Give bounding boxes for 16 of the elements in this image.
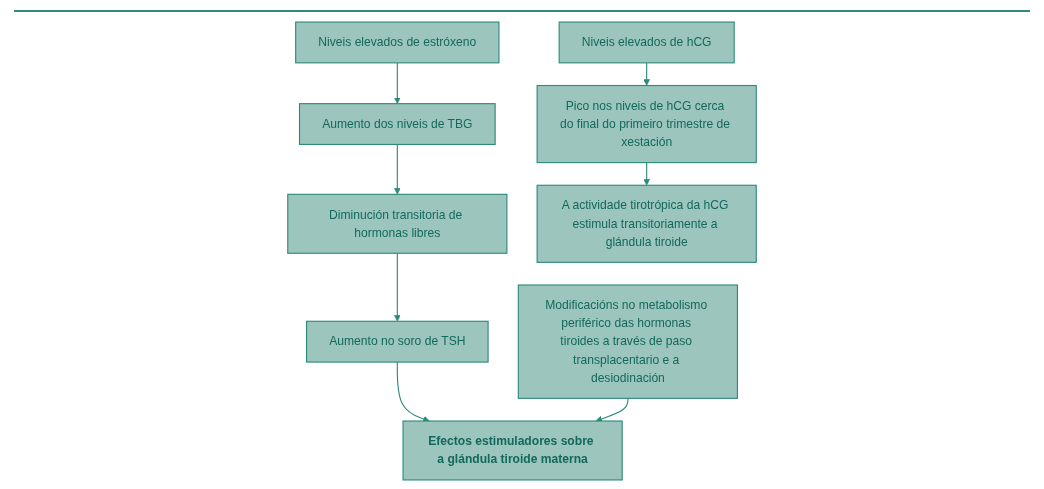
node-box: Aumento dos niveis de TBG: [298, 103, 496, 146]
arrow: [394, 143, 401, 195]
node-box: Niveis elevados de estróxeno: [295, 21, 500, 64]
node-box: Niveis elevados de hCG: [558, 21, 735, 64]
arrow: [643, 162, 650, 186]
node-box: Diminución transitoria de hormonas libres: [287, 193, 508, 254]
node-box: A actividade tirotrópica da hCG estimula transitoriamente a glándula tiroide: [536, 184, 757, 263]
node-box: Aumento no soro de TSH: [306, 320, 489, 363]
node-box: Pico nos niveis de hCG cerca do final do primeiro trimestre de xestación: [536, 84, 757, 164]
arrow: [394, 252, 401, 322]
arrow: [396, 361, 430, 423]
node-box: Modificacións no metabolismo periférico das hormonas tiroides a través de paso transplacentario e a desiodinación: [517, 284, 738, 399]
arrow: [394, 62, 401, 104]
node-box: Efectos estimuladores sobre a glándula tiroide materna: [402, 420, 623, 481]
arrow: [643, 62, 650, 86]
arrow: [595, 397, 629, 423]
